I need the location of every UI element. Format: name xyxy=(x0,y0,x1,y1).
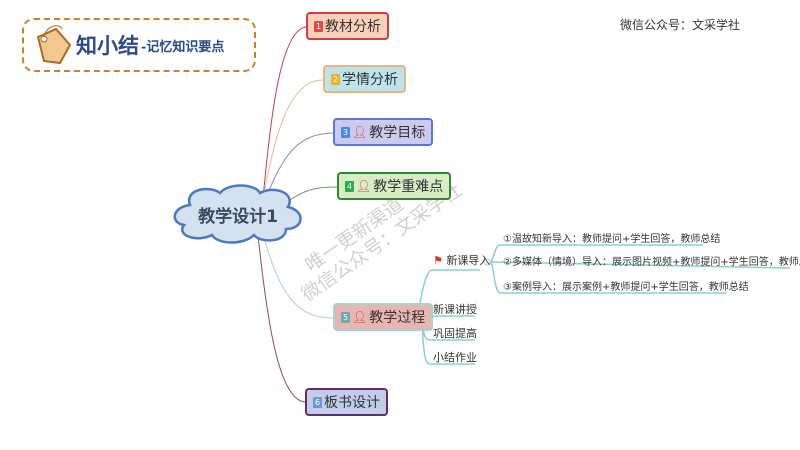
intro-item[interactable]: ①温故知新导入：教师提问+学生回答，教师总结 xyxy=(503,234,721,245)
wechat-account: 微信公众号：文采学社 xyxy=(620,18,741,32)
logo-subtitle: -记忆知识要点 xyxy=(141,39,225,55)
branch-label: 教学过程 xyxy=(369,310,426,326)
branch-board-design[interactable]: 6 板书设计 xyxy=(305,388,388,416)
number-badge: 6 xyxy=(313,396,322,408)
person-icon: 👤︎ xyxy=(352,125,368,139)
root-label: 教学设计1 xyxy=(198,207,278,227)
logo: 知小结 -记忆知识要点 xyxy=(22,18,256,72)
person-icon: 👤︎ xyxy=(356,179,372,193)
process-child[interactable]: 小结作业 xyxy=(433,351,477,364)
person-icon: 👤︎ xyxy=(352,310,368,324)
intro-item[interactable]: ③案例导入：展示案例+教师提问+学生回答，教师总结 xyxy=(503,282,749,293)
number-badge: 1 xyxy=(314,20,323,32)
number-badge: 5 xyxy=(341,311,350,323)
process-child[interactable]: 新课讲授 xyxy=(433,303,477,316)
tag-icon xyxy=(36,25,72,65)
branch-label: 教材分析 xyxy=(325,19,381,35)
branch-student-analysis[interactable]: 2 学情分析 xyxy=(323,65,406,93)
root-cloud[interactable] xyxy=(170,183,306,245)
process-child[interactable]: 巩固提高 xyxy=(433,327,477,340)
branch-teaching-goals[interactable]: 3 👤︎ 教学目标 xyxy=(333,118,434,146)
branch-label: 教学重难点 xyxy=(373,179,444,195)
process-child-intro[interactable]: ⚑ 新课导入 xyxy=(433,252,490,268)
branch-teaching-process[interactable]: 5 👤︎ 教学过程 xyxy=(333,303,434,331)
number-badge: 4 xyxy=(345,180,354,192)
branch-key-difficulties[interactable]: 4 👤︎ 教学重难点 xyxy=(337,172,452,200)
intro-item[interactable]: ②多媒体（情境）导入：展示图片视频+教师提问+学生回答，教师总结 xyxy=(503,257,800,268)
flag-icon: ⚑ xyxy=(433,254,443,267)
branch-label: 板书设计 xyxy=(324,395,380,411)
logo-title: 知小结 xyxy=(76,33,139,58)
number-badge: 2 xyxy=(331,73,340,85)
child-label: 新课导入 xyxy=(446,254,491,267)
branch-label: 学情分析 xyxy=(342,72,398,88)
number-badge: 3 xyxy=(341,126,350,138)
branch-label: 教学目标 xyxy=(369,125,426,141)
branch-teaching-material[interactable]: 1 教材分析 xyxy=(306,12,389,40)
